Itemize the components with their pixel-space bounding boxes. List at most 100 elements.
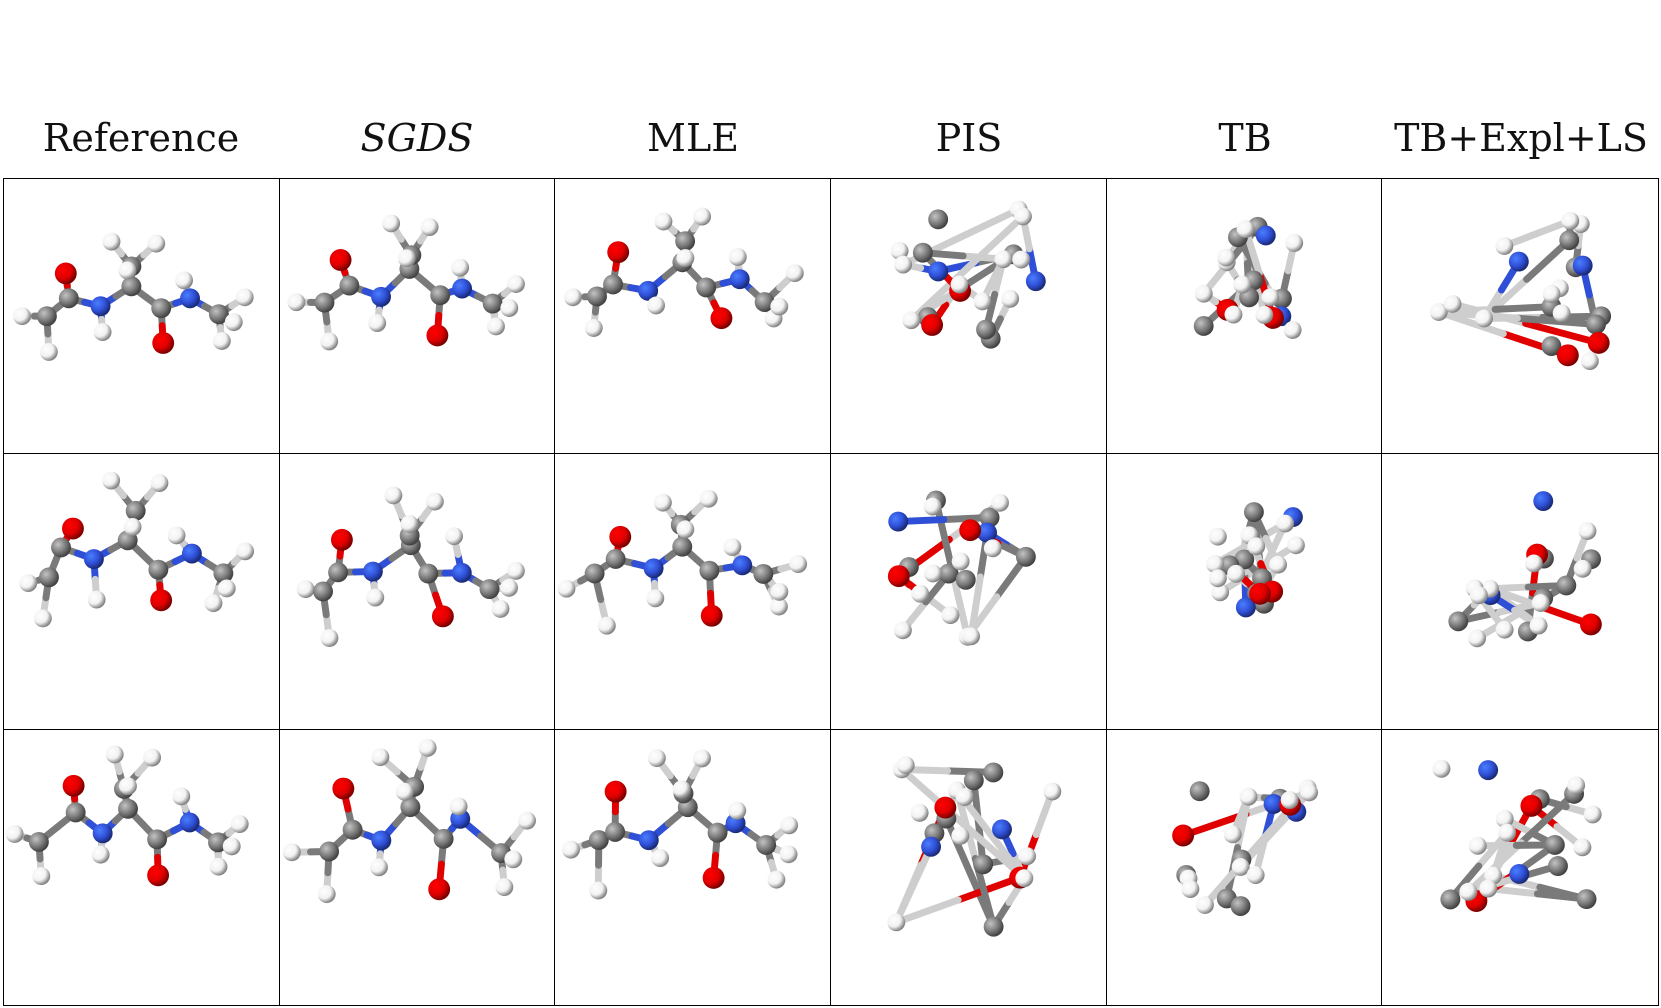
atom-o-4 [607,241,630,264]
atom-c-4 [983,762,1004,783]
atom-h-18 [1232,275,1251,294]
atom-o-8 [1520,794,1543,817]
atom-h-12 [1567,776,1586,794]
atom-h-14 [1223,825,1242,843]
atom-c-0 [1440,889,1461,909]
atom-h-11 [673,779,691,798]
atom-o-9 [959,519,982,542]
atom-n-14 [451,563,472,584]
atom-n-5 [90,296,111,317]
atom-h-15 [962,627,981,646]
atom-h-10 [693,749,712,768]
atom-n-14 [179,812,200,833]
atom-h-10 [425,492,444,511]
atom-h-1 [32,866,51,885]
atom-h-9 [105,745,124,764]
atom-h-11 [1018,846,1037,865]
molecule-cell-sgds-row-2 [279,454,556,730]
atom-h-12 [1195,895,1214,914]
atom-h-13 [1208,528,1227,546]
atom-h-11 [1542,284,1561,303]
atom-h-9 [648,748,667,767]
bond-9-0 [892,852,931,926]
molecule-cell-tb-row-1 [1106,179,1383,455]
molecule-grid [3,178,1659,1006]
atom-h-11 [1299,783,1318,802]
atom-h-17 [789,555,808,574]
atom-h-1 [319,332,338,351]
atom-h-19 [1284,234,1303,252]
atom-h-11 [119,776,137,795]
molecule-tb-2 [1205,502,1305,618]
molecule-reference-1 [13,232,254,361]
bond-9-0 [1514,314,1600,328]
molecule-cell-sgds-row-3 [280,729,556,1005]
atom-h-17 [230,814,249,833]
atom-h-18 [204,594,223,613]
atom-h-12 [1578,522,1597,541]
atom-h-19 [500,299,518,317]
atom-n-7 [1509,863,1530,884]
atom-c-3 [327,562,348,583]
atom-n-14 [732,555,753,576]
atom-h-18 [209,857,228,876]
atom-h-19 [1239,787,1258,806]
atom-c-3 [342,819,363,840]
atom-o-4 [54,262,77,285]
atom-h-18 [1001,289,1020,308]
atom-h-1 [585,319,604,337]
atom-n-14 [180,288,200,309]
bond-2-1 [1179,810,1250,839]
atom-h-19 [1012,250,1031,269]
atom-c-0 [1243,502,1264,523]
atom-h-0 [564,288,583,307]
atom-h-17 [1443,294,1462,313]
atom-o-9 [921,314,944,336]
atom-c-2 [28,831,49,852]
atom-h-0 [557,580,576,599]
atom-h-11 [1205,555,1224,574]
column-headers: Reference SGDS MLE PIS TB TB+Expl+LS [3,108,1659,168]
atom-h-17 [1194,284,1213,303]
atom-h-14 [994,250,1013,269]
atom-h-6 [367,314,386,333]
atom-h-13 [1525,554,1544,573]
atom-h-18 [1246,537,1265,556]
molecule-pis-2 [887,490,1036,647]
atom-h-19 [779,844,798,863]
atom-h-15 [175,271,194,290]
atom-h-10 [143,748,162,767]
atom-n-7 [977,523,997,543]
atom-o-13 [150,589,173,612]
atom-h-1 [39,343,58,361]
atom-h-6 [647,296,666,315]
atom-o-13 [147,864,170,886]
atom-h-15 [1574,560,1592,579]
atom-c-3 [58,288,79,309]
atom-c-16 [213,563,234,584]
atom-h-10 [1226,565,1245,584]
atom-n-6 [888,511,909,532]
bond-4-1 [1522,319,1603,347]
atom-h-9 [381,214,400,233]
molecule-cell-tb-expl-ls-row-3 [1382,730,1658,1005]
atom-c-3 [606,549,626,570]
molecule-tb-expl-ls-3 [1432,759,1602,912]
atom-c-3 [605,821,626,842]
atom-h-1 [320,629,339,648]
atom-h-17 [236,542,255,561]
bond-5-1 [892,896,962,926]
atom-h-11 [118,261,137,280]
atom-c-0 [1193,316,1214,336]
atom-h-6 [365,588,384,607]
atom-h-6 [651,848,670,867]
atom-c-12 [699,561,720,581]
atom-h-11 [1459,882,1478,901]
atom-h-10 [420,218,439,236]
atom-c-12 [147,828,168,849]
atom-n-6 [1573,255,1593,276]
atom-h-1 [589,881,608,900]
atom-o-13 [710,307,733,330]
atom-c-1 [928,209,949,230]
molecule-pis-1 [890,200,1046,349]
